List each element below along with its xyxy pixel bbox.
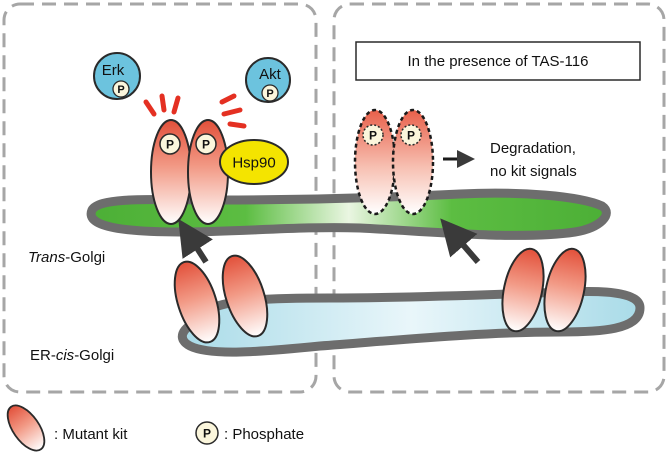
mutant-kit-er-left-1	[173, 260, 221, 344]
legend-phosphate-icon-label: P	[203, 427, 211, 441]
er-cis-golgi-label: ER-cis-Golgi	[30, 347, 114, 364]
phosphate-kit-left-2-label: P	[202, 138, 210, 152]
degradation-label-line1: Degradation,	[490, 140, 576, 157]
degradation-label-line2: no kit signals	[490, 163, 577, 180]
phosphate-erk	[112, 80, 130, 98]
hsp90-chaperone	[219, 139, 289, 185]
legend-mutant-kit-icon	[6, 404, 46, 452]
trans-golgi-label: Trans-Golgi	[28, 249, 105, 266]
erk-label: Erk	[102, 62, 125, 79]
phosphate-kit-left-2	[195, 133, 217, 155]
hsp90-label: Hsp90	[232, 155, 275, 172]
phosphate-akt-label: P	[266, 88, 273, 100]
legend-phosphate-label: : Phosphate	[224, 426, 304, 443]
phosphate-degrading-2	[400, 124, 422, 146]
right-transport-arrow	[440, 218, 481, 264]
mutant-kit-er-right-1	[501, 247, 545, 333]
phosphate-degrading-2-label: P	[407, 129, 415, 143]
legend-phosphate-icon	[195, 421, 219, 445]
legend-mutant-kit-label: : Mutant kit	[54, 426, 128, 443]
phosphate-kit-left-1-label: P	[166, 138, 174, 152]
phosphate-erk-label: P	[117, 84, 124, 96]
mutant-kit-er-right-2	[543, 247, 587, 333]
tas116-condition-label: In the presence of TAS-116	[408, 53, 589, 70]
signal-burst-right	[219, 93, 247, 129]
left-transport-arrow	[178, 218, 213, 264]
signal-burst-left	[143, 93, 181, 117]
mutant-kit-er-left-2	[221, 254, 269, 338]
phosphate-kit-left-1	[159, 133, 181, 155]
phosphate-degrading-1-label: P	[369, 129, 377, 143]
phosphate-degrading-1	[362, 124, 384, 146]
akt-kinase	[245, 57, 291, 103]
tas116-condition-box	[355, 41, 641, 81]
akt-label: Akt	[259, 66, 282, 83]
phosphate-akt	[261, 84, 279, 102]
left-panel-frame	[2, 2, 318, 394]
